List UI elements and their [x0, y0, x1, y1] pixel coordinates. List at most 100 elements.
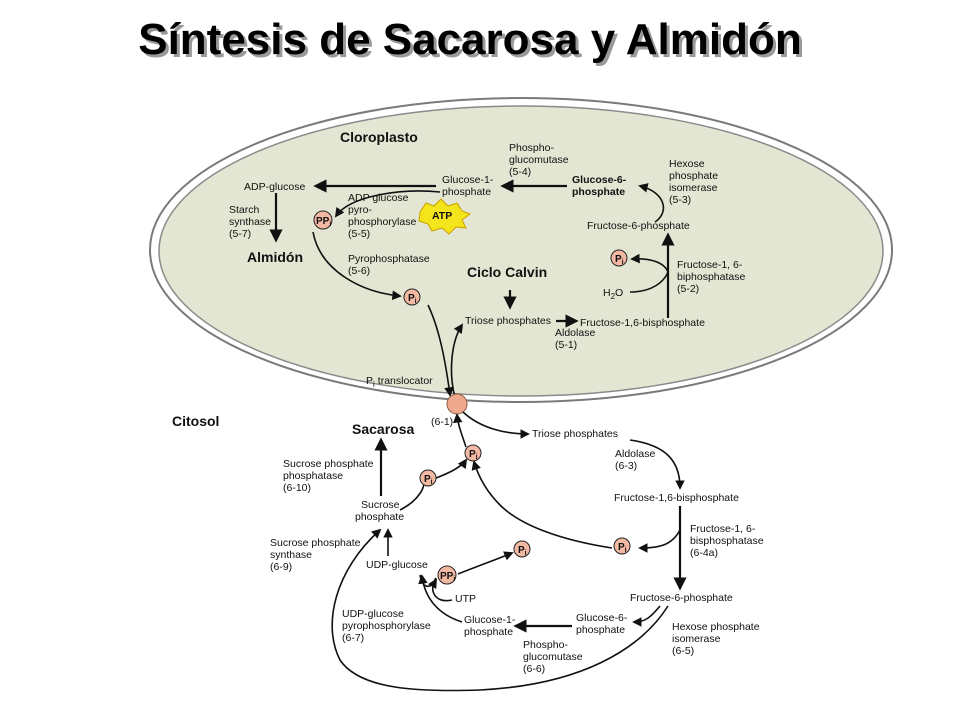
cytosol-glc6p-label: phosphate — [576, 624, 625, 636]
water-label: H2O — [603, 287, 623, 301]
svg-text:PPi: PPi — [440, 571, 455, 583]
cytosol-glc1p-label: Glucose-1- — [464, 614, 516, 626]
starch-synthase-label: (5-7) — [229, 228, 251, 240]
sucrose-phosphate-synthase-label: Sucrose phosphate — [270, 537, 361, 549]
arrow-pi-to-translocator — [427, 304, 454, 397]
arrow-glc1p-curve-ppi — [334, 190, 441, 218]
cytosol-pgm-label: glucomutase — [523, 651, 583, 663]
cytosol-hpi-label: (6-5) — [672, 645, 694, 657]
starch-synthase-label: synthase — [229, 216, 271, 228]
arrow-glc1p-to-udpglc — [418, 574, 463, 623]
hexose-phosphate-isomerase-label: isomerase — [669, 182, 718, 194]
pi-translocator — [446, 393, 468, 415]
svg-text:Pi: Pi — [424, 474, 433, 486]
cytosol-label: Citosol — [172, 413, 219, 429]
arrow-triose-to-fbp — [629, 439, 685, 490]
title-shadow: Síntesis de Sacarosa y Almidón — [141, 18, 805, 67]
cytosol-glc6p-label: Glucose-6- — [576, 612, 628, 624]
cytosol-triose-phosphates-label: Triose phosphates — [532, 428, 618, 440]
hexose-phosphate-isomerase-label: phosphate — [669, 170, 718, 182]
adpglc-pyrophosphorylase-label: (5-5) — [348, 228, 370, 240]
fructose-6-phosphate-label: Fructose-6-phosphate — [587, 220, 690, 232]
sucrose-phosphate-phosphatase-label: Sucrose phosphate — [283, 458, 374, 470]
utp-label: UTP — [455, 593, 476, 605]
pi-badge-cytosol-3: Pi — [513, 540, 531, 558]
page-title: Síntesis de Sacarosa y Almidón — [138, 15, 802, 64]
sucrose-label: Sacarosa — [352, 421, 414, 437]
cytosol-fbpase-label: bisphosphatase — [690, 535, 764, 547]
sucrose-phosphate-synthase-label: synthase — [270, 549, 312, 561]
translocator-code-label: (6-1) — [431, 416, 453, 428]
sucrose-phosphate-label: phosphate — [355, 511, 404, 523]
phosphoglucomutase-label: glucomutase — [509, 154, 569, 166]
udp-glucose-label: UDP-glucose — [366, 559, 428, 571]
arrow-f6p-to-sucrose-synthase-loop — [331, 528, 669, 692]
cytosol-fbpase-label: Fructose-1, 6- — [690, 523, 756, 535]
fructose-1-6-bisphosphate-label: Fructose-1,6-bisphosphate — [580, 317, 705, 329]
triose-phosphates-label: Triose phosphates — [465, 315, 551, 327]
starch-label: Almidón — [247, 249, 303, 265]
calvin-cycle-label: Ciclo Calvin — [467, 264, 547, 280]
sucrose-phosphate-synthase-label: (6-9) — [270, 561, 292, 573]
cytosol-pgm-label: (6-6) — [523, 663, 545, 675]
arrow-pi-return-to-translocator — [471, 460, 613, 549]
pyrophosphatase-label: (5-6) — [348, 265, 370, 277]
udpglc-pyrophosphorylase-label: UDP-glucose — [342, 608, 404, 620]
cytosol-fbp-label: Fructose-1,6-bisphosphate — [614, 492, 739, 504]
sucrose-phosphate-phosphatase-label: phosphatase — [283, 470, 343, 482]
cytosol-aldolase-label: (6-3) — [615, 460, 637, 472]
pi-badge-chloroplast-2: Pi — [610, 249, 628, 267]
glucose-6-phosphate-label: Glucose-6- — [572, 174, 627, 186]
sucrose-phosphate-label: Sucrose — [361, 499, 400, 511]
svg-text:Pi: Pi — [618, 542, 627, 554]
arrow-translocator-to-cytosol-triose — [462, 411, 530, 439]
udpglc-pyrophosphorylase-label: pyrophosphorylase — [342, 620, 431, 632]
glucose-1-phosphate-label: phosphate — [442, 186, 491, 198]
fbpase-label: biphosphatase — [677, 271, 745, 283]
fbpase-label: (5-2) — [677, 283, 699, 295]
arrow-pi-to-pi — [435, 458, 468, 479]
fbpase-label: Fructose-1, 6- — [677, 259, 743, 271]
glucose-1-phosphate-label: Glucose-1- — [442, 174, 494, 186]
adpglc-pyrophosphorylase-label: ADP glucose — [348, 192, 409, 204]
pi-badge-chloroplast-1: Pi — [403, 288, 421, 306]
arrow-ppi-to-pi — [312, 231, 402, 301]
adpglc-pyrophosphorylase-label: pyro- — [348, 204, 372, 216]
pyrophosphatase-label: Pyrophosphatase — [348, 253, 430, 265]
aldolase-label: Aldolase — [555, 327, 595, 339]
arrow-udpglc-to-ppi — [419, 574, 437, 590]
cytosol-glc1p-label: phosphate — [464, 626, 513, 638]
hexose-phosphate-isomerase-label: Hexose — [669, 158, 705, 170]
udpglc-pyrophosphorylase-label: (6-7) — [342, 632, 364, 644]
ppi-badge-cytosol: PPi — [437, 565, 457, 585]
svg-text:Pi: Pi — [615, 254, 624, 266]
cytosol-hpi-label: Hexose phosphate — [672, 621, 760, 633]
pi-badge-cytosol-4: Pi — [613, 537, 631, 555]
hexose-phosphate-isomerase-label: (5-3) — [669, 194, 691, 206]
cytosol-fbpase-label: (6-4a) — [690, 547, 718, 559]
svg-text:PPi: PPi — [316, 216, 331, 228]
svg-text:Pi: Pi — [469, 449, 478, 461]
chloroplast-inner-membrane — [158, 105, 884, 397]
pi-badge-cytosol-1: Pi — [419, 469, 437, 487]
phosphoglucomutase-label: Phospho- — [509, 142, 554, 154]
svg-text:ATP: ATP — [432, 210, 452, 222]
ppi-badge-chloroplast: PPi — [313, 210, 333, 230]
arrow-sucp-release-pi — [399, 484, 425, 511]
adp-glucose-label: ADP-glucose — [244, 181, 305, 193]
starch-synthase-label: Starch — [229, 204, 260, 216]
arrow-cytosol-pi-to-translocator — [452, 413, 467, 448]
arrow-fbpase-release-pi — [629, 253, 669, 293]
phosphoglucomutase-label: (5-4) — [509, 166, 531, 178]
cytosol-f6p-label: Fructose-6-phosphate — [630, 592, 733, 604]
adpglc-pyrophosphorylase-label: phosphorylase — [348, 216, 416, 228]
svg-text:Pi: Pi — [408, 293, 417, 305]
arrow-ppi-to-pi — [457, 551, 514, 575]
cytosol-hpi-label: isomerase — [672, 633, 721, 645]
atp-badge: ATP — [418, 198, 472, 235]
cytosol-aldolase-label: Aldolase — [615, 448, 655, 460]
arrow-f6p-to-glc6p — [638, 183, 665, 223]
sucrose-phosphate-phosphatase-label: (6-10) — [283, 482, 311, 494]
